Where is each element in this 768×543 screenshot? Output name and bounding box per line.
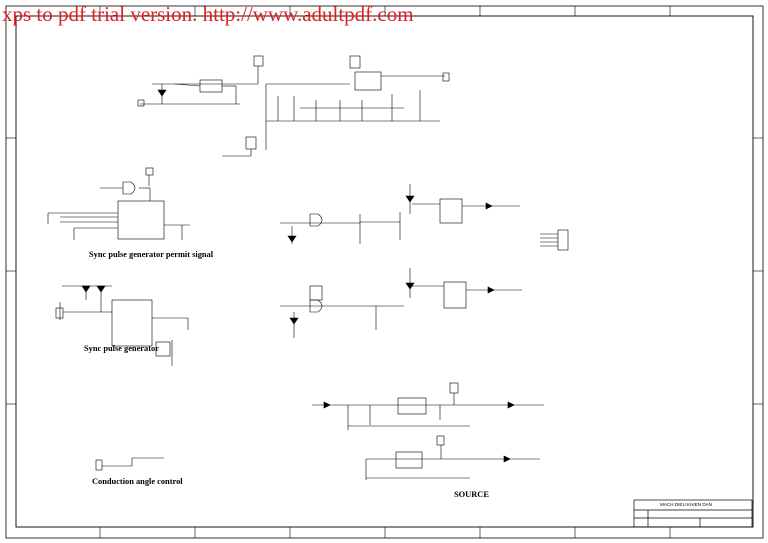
title-block-title: MACH DIEU KHIEN DAN: [660, 502, 713, 507]
conduction-angle-circuit: [95, 457, 164, 471]
label-permit-signal: Sync pulse generator permit signal: [89, 250, 214, 259]
power-source-circuit: [312, 382, 544, 480]
permit-signal-circuit: [47, 167, 190, 240]
sync-generator-circuit: [55, 285, 189, 366]
zone-ticks: [6, 6, 763, 538]
label-sync-generator: Sync pulse generator: [84, 344, 159, 353]
trigger-channel-2: [280, 268, 522, 338]
label-conduction-angle: Conduction angle control: [92, 477, 183, 486]
trial-watermark: xps to pdf trial version. http://www.adu…: [2, 2, 414, 26]
trigger-channel-1: [280, 184, 569, 251]
drawing-frame: [5, 5, 764, 539]
label-source: SOURCE: [454, 490, 489, 499]
top-power-circuit: [137, 55, 450, 157]
title-block: [633, 499, 753, 528]
